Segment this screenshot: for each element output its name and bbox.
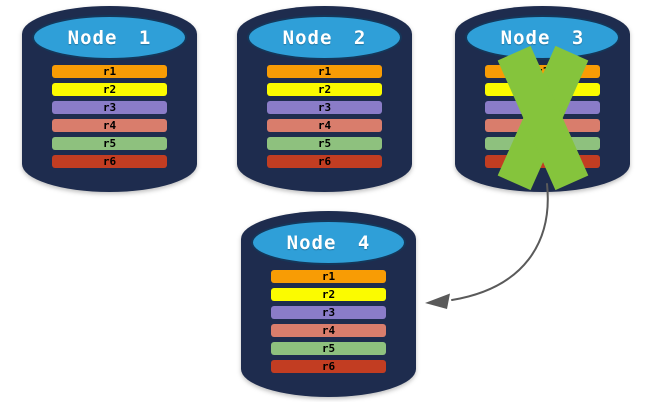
record-bar: r1: [271, 270, 386, 283]
record-bar: r6: [52, 155, 167, 168]
record-bar: r1: [485, 65, 600, 78]
record-bar: r5: [485, 137, 600, 150]
node-2-cylinder: Node 2 r1 r2 r3 r4 r5 r6: [237, 6, 412, 192]
record-bar: r2: [271, 288, 386, 301]
record-bar: r6: [267, 155, 382, 168]
node-1-top-ellipse: Node 1: [32, 15, 187, 60]
record-bar: r3: [267, 101, 382, 114]
node-3-cylinder: Node 3 r1 r2 r3 r4 r5 r6: [455, 6, 630, 192]
record-bar: r5: [271, 342, 386, 355]
node-2-title: Node 2: [282, 26, 367, 49]
node-4-records: r1 r2 r3 r4 r5 r6: [271, 270, 386, 373]
record-bar: r4: [267, 119, 382, 132]
record-bar: r2: [267, 83, 382, 96]
record-bar: r4: [52, 119, 167, 132]
record-bar: r5: [52, 137, 167, 150]
record-bar: r4: [271, 324, 386, 337]
node-2-records: r1 r2 r3 r4 r5 r6: [267, 65, 382, 168]
record-bar: r3: [52, 101, 167, 114]
node-3-top-ellipse: Node 3: [465, 15, 620, 60]
record-bar: r1: [267, 65, 382, 78]
node-1-title: Node 1: [67, 26, 152, 49]
record-bar: r2: [52, 83, 167, 96]
record-bar: r2: [485, 83, 600, 96]
node-3-records: r1 r2 r3 r4 r5 r6: [485, 65, 600, 168]
failover-arrowhead-icon: [425, 293, 450, 309]
node-3-title: Node 3: [500, 26, 585, 49]
node-4-title: Node 4: [286, 231, 371, 254]
record-bar: r5: [267, 137, 382, 150]
record-bar: r6: [271, 360, 386, 373]
node-4-cylinder: Node 4 r1 r2 r3 r4 r5 r6: [241, 211, 416, 397]
node-1-cylinder: Node 1 r1 r2 r3 r4 r5 r6: [22, 6, 197, 192]
record-bar: r3: [271, 306, 386, 319]
node-4-top-ellipse: Node 4: [251, 220, 406, 265]
record-bar: r6: [485, 155, 600, 168]
failover-arrow-line: [451, 183, 549, 301]
record-bar: r4: [485, 119, 600, 132]
record-bar: r3: [485, 101, 600, 114]
record-bar: r1: [52, 65, 167, 78]
node-1-records: r1 r2 r3 r4 r5 r6: [52, 65, 167, 168]
node-2-top-ellipse: Node 2: [247, 15, 402, 60]
